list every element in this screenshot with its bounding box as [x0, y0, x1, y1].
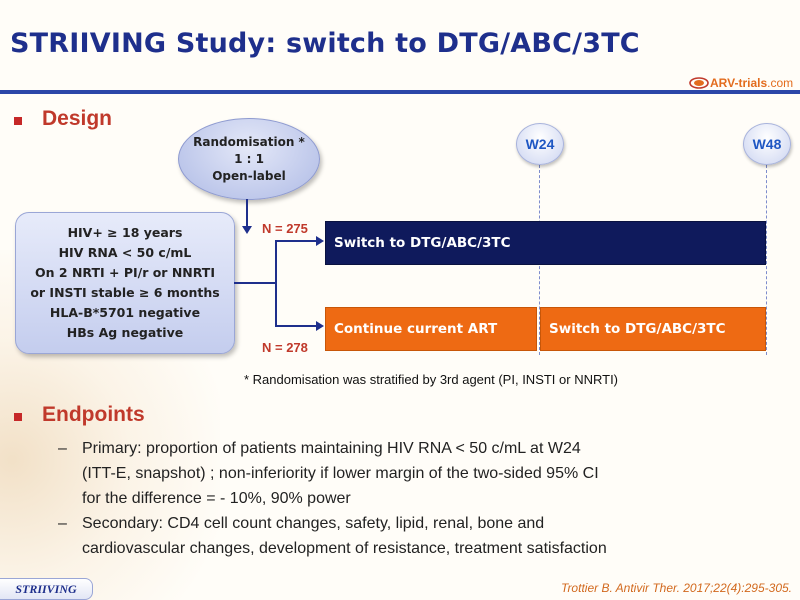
- randomisation-footnote: * Randomisation was stratified by 3rd ag…: [244, 372, 619, 387]
- criteria-line: HIV+ ≥ 18 years: [67, 225, 183, 240]
- arm1-connector: [275, 240, 317, 242]
- split-connector: [275, 240, 277, 327]
- randomisation-line: 1 : 1: [234, 151, 264, 166]
- arv-trials-logo: ARV-trials.com: [688, 73, 793, 93]
- arm2-bar-before-w24: Continue current ART: [325, 307, 537, 351]
- dash-bullet: –: [58, 515, 67, 532]
- w48-marker: W48: [743, 123, 791, 165]
- logo-suffix: .com: [767, 76, 794, 90]
- secondary-endpoint-line: cardiovascular changes, development of r…: [82, 540, 607, 557]
- criteria-line: HIV RNA < 50 c/mL: [58, 245, 192, 260]
- primary-endpoint-line: for the difference = - 10%, 90% power: [82, 490, 351, 507]
- square-bullet-icon: [14, 117, 22, 125]
- design-heading: Design: [42, 107, 113, 130]
- arm2-bar-after-w24: Switch to DTG/ABC/3TC: [540, 307, 766, 351]
- arrow-down-icon: [242, 226, 252, 234]
- criteria-line: HLA-B*5701 negative: [49, 305, 201, 320]
- criteria-line: or INSTI stable ≥ 6 months: [30, 285, 220, 300]
- endpoints-heading: Endpoints: [42, 403, 145, 426]
- w24-marker: W24: [516, 123, 564, 165]
- arv-trials-logo-icon: [689, 77, 709, 89]
- randomisation-ellipse: Randomisation * 1 : 1 Open-label: [178, 118, 320, 200]
- study-tag: STRIIVING: [0, 578, 93, 600]
- randomisation-connector: [246, 199, 248, 227]
- arm2-n-label: N = 278: [262, 340, 308, 355]
- logo-text: ARV-trials: [710, 76, 768, 90]
- criteria-line: HBs Ag negative: [66, 325, 184, 340]
- randomisation-line: Open-label: [212, 168, 286, 183]
- primary-endpoint-line: (ITT-E, snapshot) ; non-inferiority if l…: [82, 465, 599, 482]
- page-title: STRIIVING Study: switch to DTG/ABC/3TC: [10, 28, 640, 59]
- arrow-right-icon: [316, 321, 324, 331]
- primary-endpoint-line: Primary: proportion of patients maintain…: [82, 440, 581, 457]
- arm2-connector: [275, 325, 317, 327]
- criteria-line: On 2 NRTI + PI/r or NNRTI: [35, 265, 215, 280]
- title-divider: [0, 90, 800, 94]
- citation: Trottier B. Antivir Ther. 2017;22(4):295…: [561, 581, 792, 595]
- dash-bullet: –: [58, 440, 67, 457]
- arm1-n-label: N = 275: [262, 221, 308, 236]
- square-bullet-icon: [14, 413, 22, 421]
- secondary-endpoint-line: Secondary: CD4 cell count changes, safet…: [82, 515, 545, 532]
- w48-dashed-line: [766, 165, 767, 355]
- arrow-right-icon: [316, 236, 324, 246]
- arm1-bar: Switch to DTG/ABC/3TC: [325, 221, 766, 265]
- criteria-connector: [234, 282, 276, 284]
- inclusion-criteria-box: HIV+ ≥ 18 years HIV RNA < 50 c/mL On 2 N…: [15, 212, 235, 354]
- randomisation-line: Randomisation *: [193, 134, 305, 149]
